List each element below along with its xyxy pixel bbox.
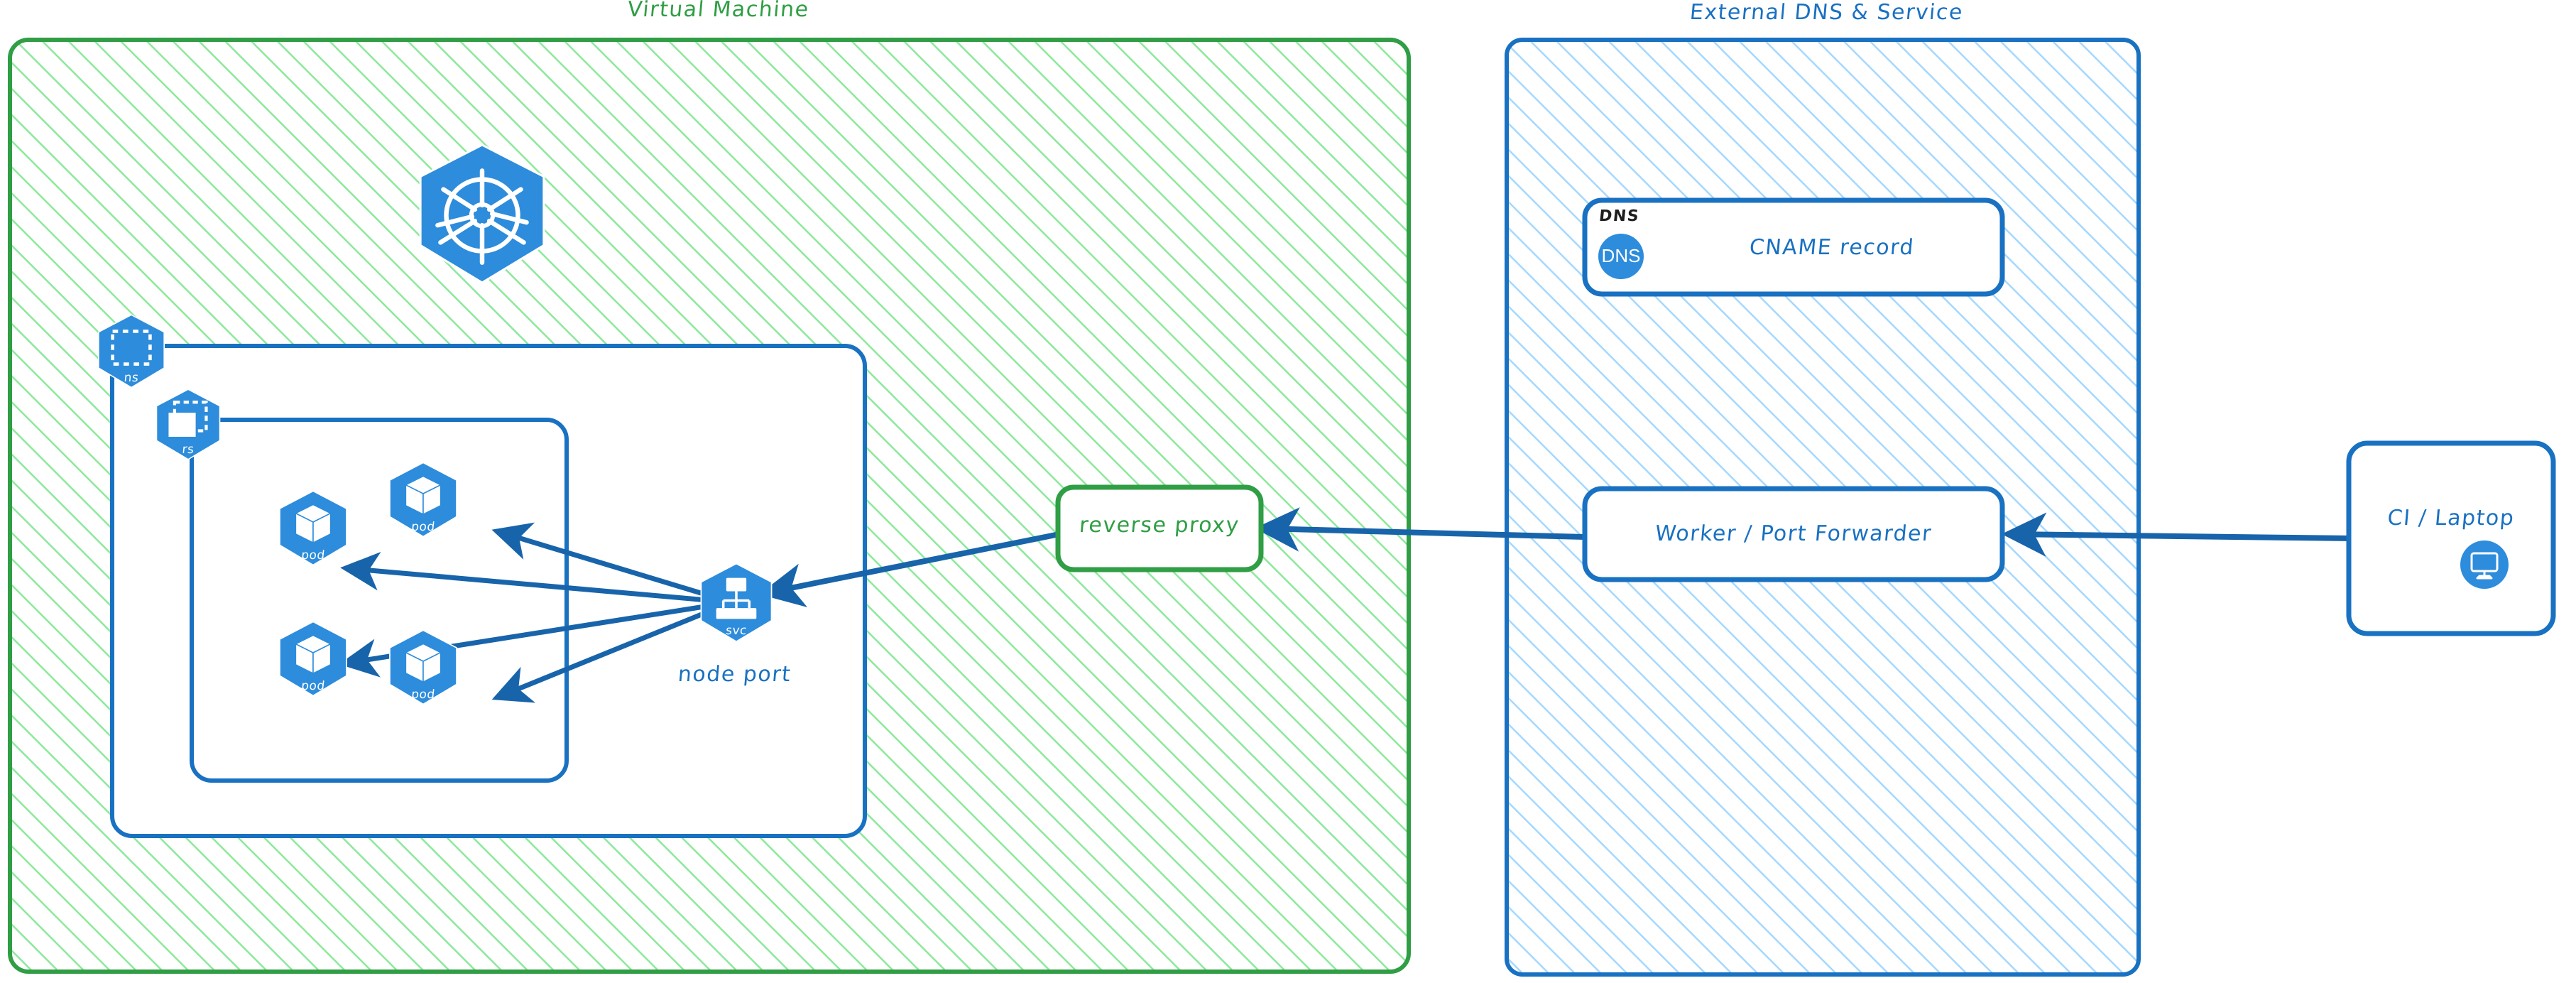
worker-port-forwarder-label[interactable]: Worker / Port Forwarder (1654, 521, 1933, 546)
cname-record-label[interactable]: CNAME record (1748, 235, 1916, 260)
group-title-external-dns-service: External DNS & Service (1688, 0, 1965, 25)
edge-svc-to-pod-2 (491, 522, 734, 605)
edge-svc-to-pod-4 (491, 599, 734, 703)
replicaset-boundary-box (190, 418, 569, 783)
pod-icon-3: pod (273, 619, 353, 699)
edge-reverse-proxy-to-service (759, 531, 1062, 607)
pod-icon-1: pod (273, 489, 353, 568)
box-reverse-proxy[interactable] (1055, 484, 1264, 572)
reverse-proxy-label[interactable]: reverse proxy (1078, 513, 1241, 538)
kubernetes-wheel-icon (410, 142, 554, 286)
group-title-virtual-machine: Virtual Machine (626, 0, 811, 22)
dns-tag-label: DNS (1598, 207, 1641, 225)
node-port-label: node port (677, 662, 792, 687)
desktop-monitor-icon (2460, 540, 2509, 590)
box-ci-laptop[interactable] (2346, 440, 2556, 636)
ci-laptop-label[interactable]: CI / Laptop (2386, 506, 2516, 531)
box-cname-record[interactable] (1582, 197, 2005, 297)
replicaset-icon: rs (151, 387, 226, 462)
edge-ci-laptop-to-worker (2002, 512, 2353, 557)
namespace-icon: ns (92, 313, 170, 391)
edge-worker-to-reverse-proxy (1255, 507, 1588, 552)
pod-icon-2: pod (383, 460, 463, 540)
box-worker-port-forwarder[interactable] (1582, 486, 2005, 582)
edge-svc-to-pod-1 (340, 551, 734, 605)
dns-circle-icon-text: DNS (1601, 244, 1641, 266)
service-icon: svc (694, 561, 778, 645)
dns-circle-icon: DNS (1598, 233, 1644, 280)
pod-icon-4: pod (383, 628, 463, 707)
